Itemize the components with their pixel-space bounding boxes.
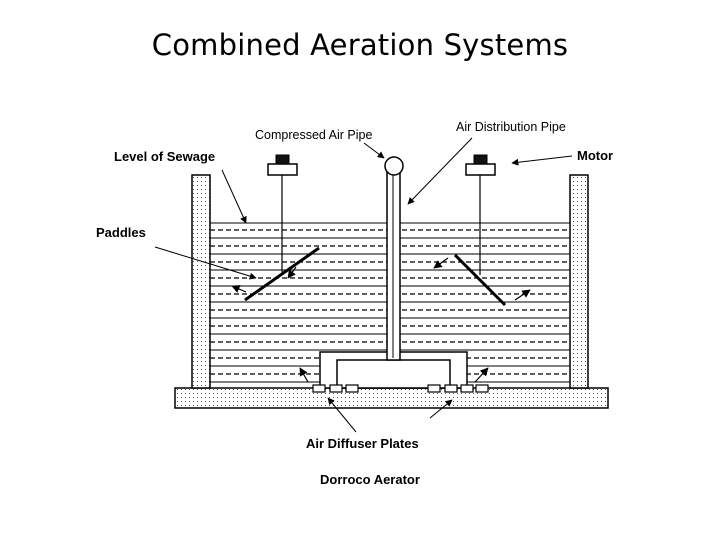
left-motor-icon — [267, 154, 298, 224]
flow-arrow — [474, 367, 489, 383]
diffuser-plate — [460, 384, 474, 393]
diffuser-frame-inner — [336, 359, 451, 389]
diffuser-plate — [345, 384, 359, 393]
leader-air-distribution-pipe — [407, 137, 473, 205]
diffuser-plate — [312, 384, 326, 393]
right-tank-wall — [569, 174, 589, 389]
left-tank-wall — [191, 174, 211, 389]
leader-paddles — [154, 246, 257, 280]
label-compressed-air-pipe: Compressed Air Pipe — [255, 128, 372, 142]
flow-arrow — [433, 257, 449, 269]
air-pipe-inlet — [384, 156, 404, 176]
base-slab — [174, 387, 609, 409]
label-level-of-sewage: Level of Sewage — [114, 149, 215, 164]
diffuser-plate — [475, 384, 489, 393]
label-air-diffuser-plates: Air Diffuser Plates — [306, 436, 419, 451]
flow-arrow — [287, 266, 297, 279]
leader-diffuser-left — [327, 397, 357, 433]
right-motor-icon — [465, 154, 496, 224]
flow-arrow — [514, 289, 531, 301]
label-paddles: Paddles — [96, 225, 146, 240]
diagram-caption: Dorroco Aerator — [320, 472, 420, 487]
leader-level-of-sewage — [221, 169, 247, 224]
diffuser-plate — [444, 384, 458, 393]
label-motor: Motor — [577, 148, 613, 163]
leader-diffuser-right — [429, 399, 453, 419]
label-air-distribution-pipe: Air Distribution Pipe — [456, 120, 566, 134]
diffuser-plate — [427, 384, 441, 393]
left-paddle-blade — [244, 246, 320, 302]
leader-compressed-air-pipe — [363, 142, 385, 159]
leader-motor — [511, 155, 573, 166]
slide-title: Combined Aeration Systems — [151, 28, 569, 62]
flow-arrow — [299, 367, 309, 383]
flow-arrow — [231, 285, 247, 293]
diffuser-plate — [329, 384, 343, 393]
right-paddle-blade — [453, 253, 507, 307]
